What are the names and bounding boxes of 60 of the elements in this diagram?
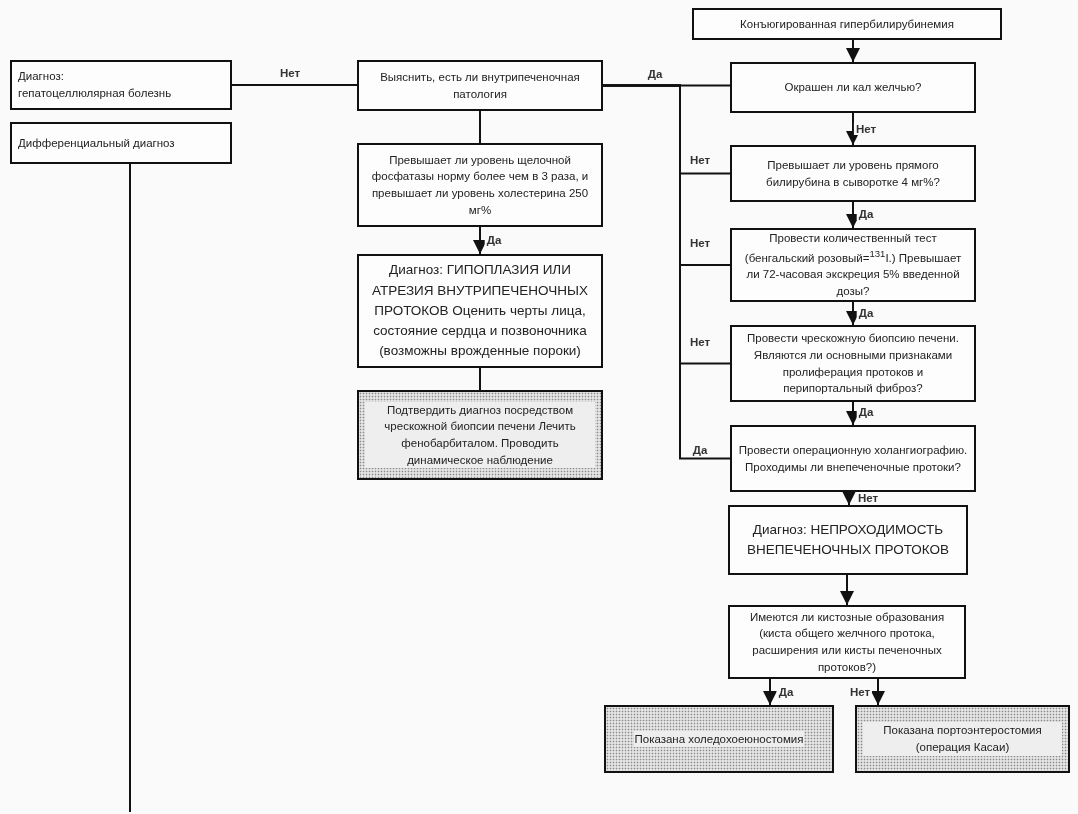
- box-text: Подтвердить диагноз посредством чрескожной биопсии печени Лечить фенобарбиталом. Проводить динамическое наблюдение: [365, 401, 595, 469]
- connector-line: [129, 163, 131, 813]
- edge-label: Да: [484, 234, 504, 246]
- edge-label: Нет: [687, 336, 713, 348]
- box-text: Окрашен ли кал желчью?: [784, 80, 922, 96]
- box-text: Диагноз:: [18, 69, 64, 85]
- process-box: [730, 228, 976, 302]
- process-box: [357, 254, 603, 368]
- box-text: Показана портоэнтеростомия (операция Касаи): [863, 722, 1062, 756]
- edge-label: Нет: [687, 237, 713, 249]
- arrow: [846, 39, 860, 63]
- box-text: Имеются ли кистозные образования (киста общего желчного протока, расширения или кисты печеночных протоков?): [748, 609, 946, 675]
- arrow: [842, 491, 856, 506]
- box-text: Диагноз: НЕПРОХОДИМОСТЬ ВНЕПЕЧЕНОЧНЫХ ПРОТОКОВ: [745, 520, 951, 559]
- box-text: Провести операционную холангиографию. Проходимы ли внепеченочные протоки?: [738, 442, 968, 475]
- process-box: [10, 60, 232, 110]
- edge-label: Да: [645, 68, 665, 80]
- edge-label: Да: [856, 208, 876, 220]
- process-box: [728, 505, 968, 575]
- shaded-result-box: [855, 705, 1070, 773]
- box-text: Показана холедохоеюностомия: [634, 730, 804, 748]
- connector-line: [231, 84, 358, 86]
- process-box: [10, 122, 232, 164]
- process-box: [730, 425, 976, 492]
- arrow: [846, 201, 860, 229]
- process-box: [692, 8, 1002, 40]
- box-text: Диагноз: ГИПОПЛАЗИЯ ИЛИ АТРЕЗИЯ ВНУТРИПЕЧЕНОЧНЫХ ПРОТОКОВ Оценить черты лица, состояние сердца и позвоночника (возможны врожденные пороки): [371, 261, 589, 361]
- process-box: [728, 605, 966, 679]
- box-text: Дифференциальный диагноз: [18, 135, 175, 151]
- box-text: Конъюгированная гипербилирубинемия: [740, 16, 954, 32]
- connector-line: [602, 84, 731, 460]
- edge-label: Да: [690, 444, 710, 456]
- edge-label: Да: [856, 406, 876, 418]
- arrow: [473, 226, 487, 255]
- process-box: [730, 62, 976, 113]
- edge-label: Нет: [853, 123, 879, 135]
- arrow: [871, 678, 885, 706]
- connector-line: [479, 367, 481, 391]
- connector-line: [479, 110, 481, 144]
- box-text: гепатоцеллюлярная болезнь: [18, 86, 172, 101]
- edge-label: Да: [776, 686, 796, 698]
- box-text: Превышает ли уровень прямого билирубина в сыворотке 4 мг%?: [765, 157, 941, 190]
- edge-label: Нет: [855, 492, 881, 504]
- process-box: [730, 145, 976, 202]
- process-box: [730, 325, 976, 402]
- arrow: [840, 574, 854, 606]
- edge-label: Нет: [277, 67, 303, 79]
- shaded-result-box: [604, 705, 834, 773]
- edge-label: Да: [856, 307, 876, 319]
- arrow: [846, 112, 860, 146]
- box-text: Провести чрескожную биопсию печени. Являются ли основными признаками пролиферация протоков и перипортальный фиброз?: [746, 331, 960, 397]
- box-text: Превышает ли уровень щелочной фосфатазы норму более чем в 3 раза, и превышает ли уровень холестерина 250 мг%: [370, 152, 590, 218]
- arrow: [763, 678, 777, 706]
- edge-label: Нет: [847, 686, 873, 698]
- process-box: [357, 143, 603, 227]
- shaded-result-box: [357, 390, 603, 480]
- box-text: Выяснить, есть ли внутрипеченочная патология: [379, 69, 581, 102]
- process-box: [357, 60, 603, 111]
- box-text: Провести количественный тест (бенгальский розовый=$^{131}$I.) Превышает ли 72-часовая экскреция 5% введенной дозы?: [743, 231, 963, 300]
- edge-label: Нет: [687, 154, 713, 166]
